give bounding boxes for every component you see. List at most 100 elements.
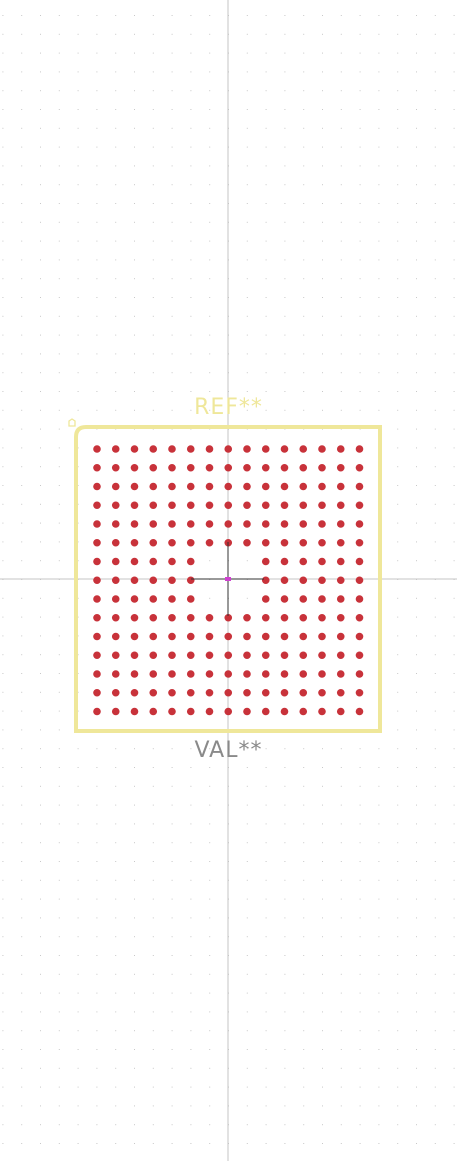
pad[interactable] xyxy=(130,557,139,566)
pad[interactable] xyxy=(243,463,251,472)
pad[interactable] xyxy=(318,482,326,491)
pad[interactable] xyxy=(355,613,364,622)
pad[interactable] xyxy=(336,651,345,660)
pad[interactable] xyxy=(261,557,270,566)
pad[interactable] xyxy=(224,445,233,453)
pad[interactable] xyxy=(205,501,214,510)
pad[interactable] xyxy=(280,501,289,510)
pad[interactable] xyxy=(130,632,139,641)
pad[interactable] xyxy=(186,632,195,641)
pad[interactable] xyxy=(261,670,270,678)
pad[interactable] xyxy=(168,557,176,566)
pad[interactable] xyxy=(130,688,139,697)
pad[interactable] xyxy=(168,632,176,641)
pad[interactable] xyxy=(93,613,101,622)
pad[interactable] xyxy=(318,557,326,566)
pad[interactable] xyxy=(93,632,101,641)
pad[interactable] xyxy=(186,707,195,716)
pad[interactable] xyxy=(261,651,270,660)
pad[interactable] xyxy=(243,670,251,678)
pad[interactable] xyxy=(243,632,251,641)
pad[interactable] xyxy=(186,688,195,697)
pad[interactable] xyxy=(261,445,270,453)
pad[interactable] xyxy=(130,445,139,453)
pad[interactable] xyxy=(149,595,158,603)
pad[interactable] xyxy=(355,520,364,528)
pad[interactable] xyxy=(243,445,251,453)
silkscreen-outline[interactable] xyxy=(74,425,382,733)
pad[interactable] xyxy=(224,501,233,510)
pad[interactable] xyxy=(299,632,308,641)
pad[interactable] xyxy=(186,482,195,491)
pad[interactable] xyxy=(111,576,120,585)
pad[interactable] xyxy=(355,651,364,660)
pad[interactable] xyxy=(336,613,345,622)
pad[interactable] xyxy=(261,595,270,603)
pad[interactable] xyxy=(336,707,345,716)
pad[interactable] xyxy=(299,520,308,528)
pad[interactable] xyxy=(93,445,101,453)
pad[interactable] xyxy=(205,613,214,622)
pad[interactable] xyxy=(299,482,308,491)
pad[interactable] xyxy=(336,538,345,547)
pad[interactable] xyxy=(318,501,326,510)
pad[interactable] xyxy=(355,463,364,472)
pad[interactable] xyxy=(355,632,364,641)
pad[interactable] xyxy=(149,501,158,510)
pad[interactable] xyxy=(186,576,195,585)
pad[interactable] xyxy=(149,576,158,585)
pad[interactable] xyxy=(261,632,270,641)
pad[interactable] xyxy=(299,538,308,547)
pad[interactable] xyxy=(93,707,101,716)
pad[interactable] xyxy=(205,670,214,678)
pad[interactable] xyxy=(299,445,308,453)
pad[interactable] xyxy=(280,557,289,566)
pad[interactable] xyxy=(111,557,120,566)
pad[interactable] xyxy=(224,632,233,641)
pad[interactable] xyxy=(93,538,101,547)
pad[interactable] xyxy=(130,651,139,660)
pad[interactable] xyxy=(318,632,326,641)
pad[interactable] xyxy=(149,463,158,472)
pad[interactable] xyxy=(280,538,289,547)
pad[interactable] xyxy=(205,482,214,491)
pad[interactable] xyxy=(299,707,308,716)
pad[interactable] xyxy=(93,520,101,528)
pad[interactable] xyxy=(168,651,176,660)
pad[interactable] xyxy=(318,576,326,585)
pad[interactable] xyxy=(318,445,326,453)
pad[interactable] xyxy=(261,520,270,528)
pad[interactable] xyxy=(318,463,326,472)
pad[interactable] xyxy=(355,501,364,510)
pad[interactable] xyxy=(243,651,251,660)
pad[interactable] xyxy=(186,520,195,528)
pad[interactable] xyxy=(299,463,308,472)
pad[interactable] xyxy=(205,538,214,547)
pad[interactable] xyxy=(186,501,195,510)
pad[interactable] xyxy=(318,670,326,678)
pad[interactable] xyxy=(93,576,101,585)
pad[interactable] xyxy=(318,707,326,716)
value-label[interactable]: VAL** xyxy=(194,738,263,763)
pad[interactable] xyxy=(111,501,120,510)
pad[interactable] xyxy=(280,576,289,585)
pad[interactable] xyxy=(336,595,345,603)
pad[interactable] xyxy=(186,595,195,603)
pad[interactable] xyxy=(149,557,158,566)
pad[interactable] xyxy=(186,613,195,622)
pad[interactable] xyxy=(168,482,176,491)
pad[interactable] xyxy=(224,688,233,697)
pad[interactable] xyxy=(261,688,270,697)
pad[interactable] xyxy=(111,595,120,603)
pad[interactable] xyxy=(336,632,345,641)
pad[interactable] xyxy=(111,651,120,660)
pad[interactable] xyxy=(261,576,270,585)
pad[interactable] xyxy=(168,576,176,585)
pad[interactable] xyxy=(168,463,176,472)
pad[interactable] xyxy=(280,651,289,660)
pad[interactable] xyxy=(336,520,345,528)
pad[interactable] xyxy=(355,707,364,716)
pad[interactable] xyxy=(355,670,364,678)
